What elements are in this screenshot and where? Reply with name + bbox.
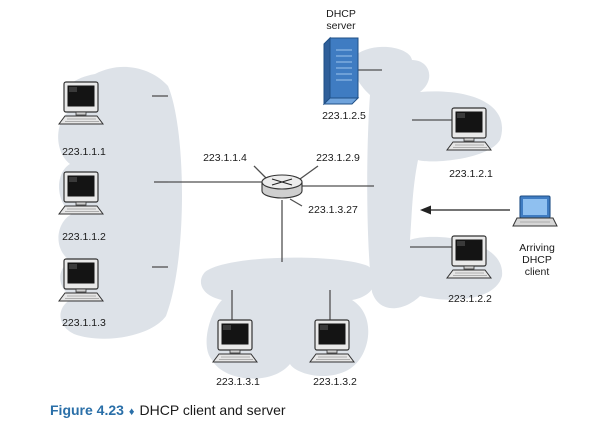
laptop-icon xyxy=(512,195,558,227)
figure-caption: Figure 4.23 ♦ DHCP client and server xyxy=(50,402,286,418)
desktop-computer-icon xyxy=(309,319,355,363)
server-title-line2: server xyxy=(326,20,356,32)
client-label-line1: Arriving xyxy=(519,242,555,254)
router-interface-label: 223.1.1.4 xyxy=(203,152,247,164)
host-ip-label: 223.1.2.1 xyxy=(449,168,493,180)
caption-separator: ♦ xyxy=(128,406,135,418)
desktop-computer-icon xyxy=(58,171,104,215)
host-ip-label: 223.1.1.3 xyxy=(62,317,106,329)
desktop-computer-icon xyxy=(58,258,104,302)
server-icon xyxy=(322,36,360,106)
router-interface-label: 223.1.2.9 xyxy=(316,152,360,164)
host-ip-label: 223.1.1.1 xyxy=(62,146,106,158)
client-label-line3: client xyxy=(525,266,550,278)
arrow-left-icon xyxy=(420,205,510,215)
server-ip-label: 223.1.2.5 xyxy=(322,110,366,122)
desktop-computer-icon xyxy=(446,235,492,279)
figure-number: Figure 4.23 xyxy=(50,402,124,418)
host-ip-label: 223.1.2.2 xyxy=(448,293,492,305)
host-ip-label: 223.1.3.2 xyxy=(313,376,357,388)
client-label-line2: DHCP xyxy=(522,254,552,266)
desktop-computer-icon xyxy=(58,81,104,125)
caption-text: DHCP client and server xyxy=(139,402,286,418)
server-title-line1: DHCP xyxy=(326,8,356,20)
network-links xyxy=(152,69,452,322)
router-interface-label: 223.1.3.27 xyxy=(308,204,358,216)
desktop-computer-icon xyxy=(212,319,258,363)
host-ip-label: 223.1.1.2 xyxy=(62,231,106,243)
desktop-computer-icon xyxy=(446,107,492,151)
host-ip-label: 223.1.3.1 xyxy=(216,376,260,388)
router-icon xyxy=(261,174,303,199)
